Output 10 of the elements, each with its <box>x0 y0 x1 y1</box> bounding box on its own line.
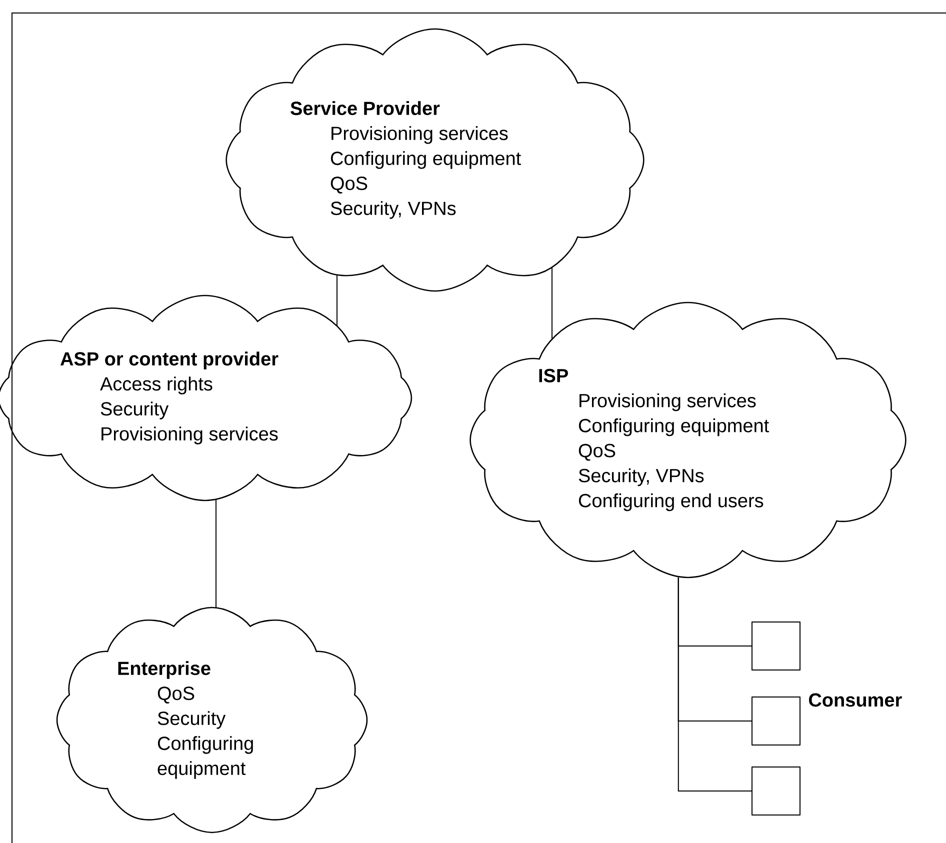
connector-line <box>678 576 752 792</box>
connector-line <box>336 274 338 327</box>
terminal-box <box>752 766 800 816</box>
cloud: Enterprise QoS Security Configuring equipment <box>56 606 368 834</box>
cloud: ASP or content provider Access rights Security Provisioning services <box>0 294 412 502</box>
terminal-box <box>752 621 800 670</box>
consumer-label: Consumer <box>808 693 902 707</box>
cloud: ISP Provisioning services Configuring equipment QoS Security, VPNs Configuring end users <box>470 302 906 578</box>
cloud: Service Provider Provisioning services Configuring equipment QoS Security, VPNs <box>226 28 644 292</box>
terminal-box <box>752 696 800 746</box>
